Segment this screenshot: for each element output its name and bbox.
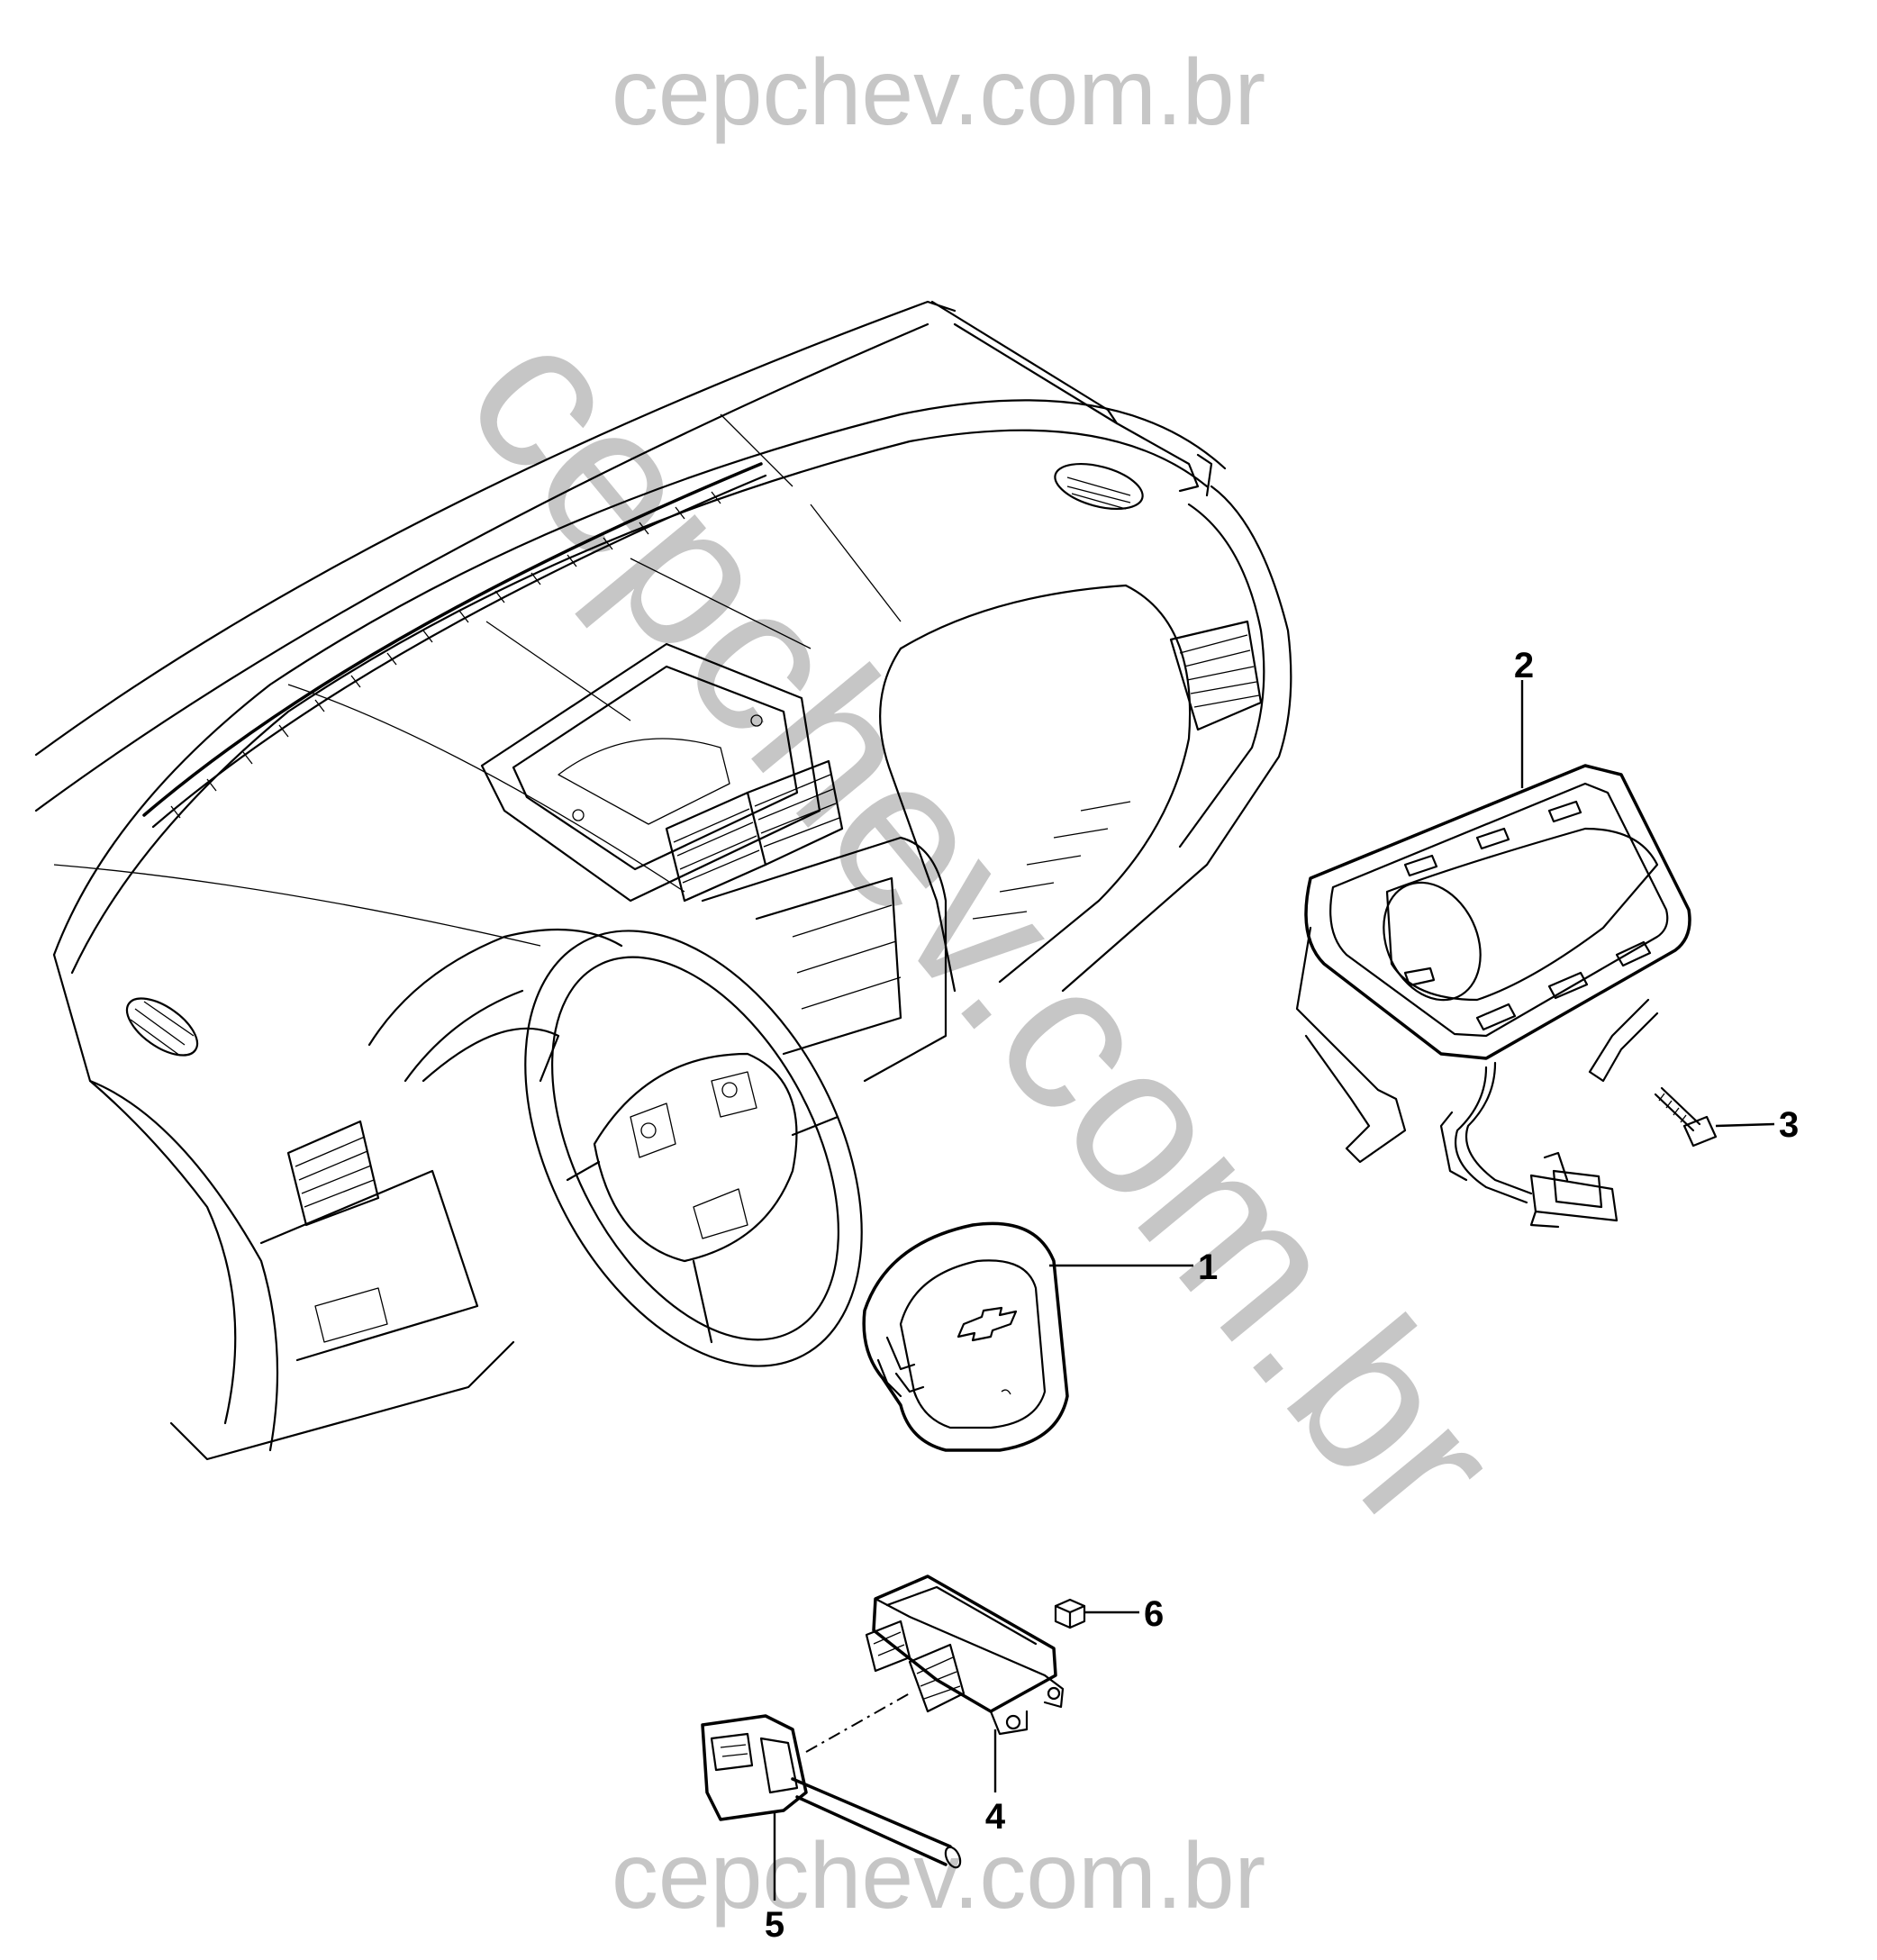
- airbag-control-module-part-4: [865, 1574, 1065, 1792]
- callout-5: 5: [765, 1905, 784, 1945]
- steering-wheel: [524, 930, 863, 1367]
- watermark-top: cepchev.com.br: [612, 41, 1265, 145]
- watermark-bottom: cepchev.com.br: [612, 1824, 1265, 1928]
- steering-wheel-airbag-part-1: [862, 1221, 1069, 1452]
- callout-1: 1: [1198, 1248, 1218, 1287]
- watermark-diagonal: cepchev.com.br: [422, 280, 1546, 1572]
- callout-2: 2: [1514, 646, 1534, 685]
- callout-4: 4: [985, 1797, 1006, 1837]
- wiring-connector-part-5: [701, 1692, 962, 1901]
- module-nut-part-6: [1054, 1598, 1139, 1629]
- callout-6: 6: [1144, 1594, 1164, 1634]
- callout-3: 3: [1779, 1105, 1799, 1145]
- dashboard-assembly: [34, 300, 1292, 1461]
- airbag-bolt-part-3: [1654, 1086, 1775, 1148]
- passenger-airbag-module-part-2: [1295, 680, 1691, 1229]
